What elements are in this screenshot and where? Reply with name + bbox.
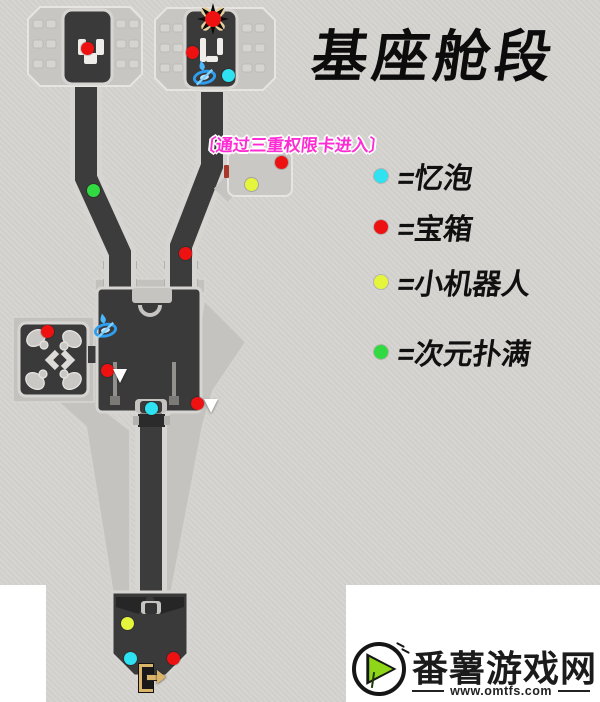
chevron-decoration: [60, 349, 76, 371]
boss-enemy-icon: [195, 1, 231, 37]
site-logo-icon: [352, 642, 406, 696]
page-title: 基座舱段: [307, 25, 561, 88]
legend-row-memory-bubble: =忆泡: [374, 159, 475, 195]
logo-spark-icon: [401, 648, 410, 654]
site-name: 番薯游戏网: [412, 648, 598, 689]
chevron-decoration: [44, 349, 60, 371]
exit-door-icon: [136, 662, 166, 694]
pom-marker: [86, 183, 100, 197]
bubble-marker: [144, 401, 158, 415]
room-top-right: [154, 7, 276, 91]
dimension-pom-dot-icon: [374, 345, 388, 359]
site-url-row: www.omtfs.com: [412, 684, 591, 698]
site-url: www.omtfs.com: [450, 684, 552, 698]
chest-marker: [166, 651, 180, 665]
direction-arrow-icon: [204, 399, 218, 413]
space-anchor-icon: [187, 56, 221, 93]
small-robot-dot-icon: [374, 275, 388, 289]
bubble-marker: [221, 68, 235, 82]
site-watermark: 番薯游戏网 www.omtfs.com: [352, 640, 598, 700]
legend-row-treasure-chest: =宝箱: [374, 210, 475, 246]
bubble-marker: [123, 651, 137, 665]
robot-marker: [244, 177, 258, 191]
white-corner-left: [0, 585, 46, 702]
chest-marker: [80, 41, 94, 55]
room-square-left: [12, 316, 99, 403]
legend-label: =宝箱: [395, 214, 475, 246]
rule-line: [412, 690, 445, 692]
treasure-chest-dot-icon: [374, 220, 388, 234]
paw-decorations: [25, 328, 82, 391]
logo-spark-icon: [396, 642, 405, 648]
legend-label: =次元扑满: [395, 339, 533, 371]
corridors: [70, 80, 228, 598]
entry-condition-label: 〔通过三重权限卡进入〕: [197, 136, 387, 155]
space-anchor-icon: [88, 309, 122, 346]
direction-arrow-icon: [113, 369, 127, 383]
legend-label: =小机器人: [395, 269, 533, 301]
chest-marker: [178, 246, 192, 260]
authority-door: [224, 165, 229, 178]
rule-line: [557, 690, 591, 692]
chest-marker: [190, 396, 204, 410]
chest-marker: [100, 363, 114, 377]
robot-marker: [120, 616, 134, 630]
legend-row-dimension-pom: =次元扑满: [374, 335, 533, 371]
chest-marker: [274, 155, 288, 169]
legend-row-small-robot: =小机器人: [374, 265, 533, 301]
chest-marker: [40, 324, 54, 338]
memory-bubble-dot-icon: [374, 169, 388, 183]
chest-marker: [185, 45, 199, 59]
legend-label: =忆泡: [395, 163, 475, 195]
